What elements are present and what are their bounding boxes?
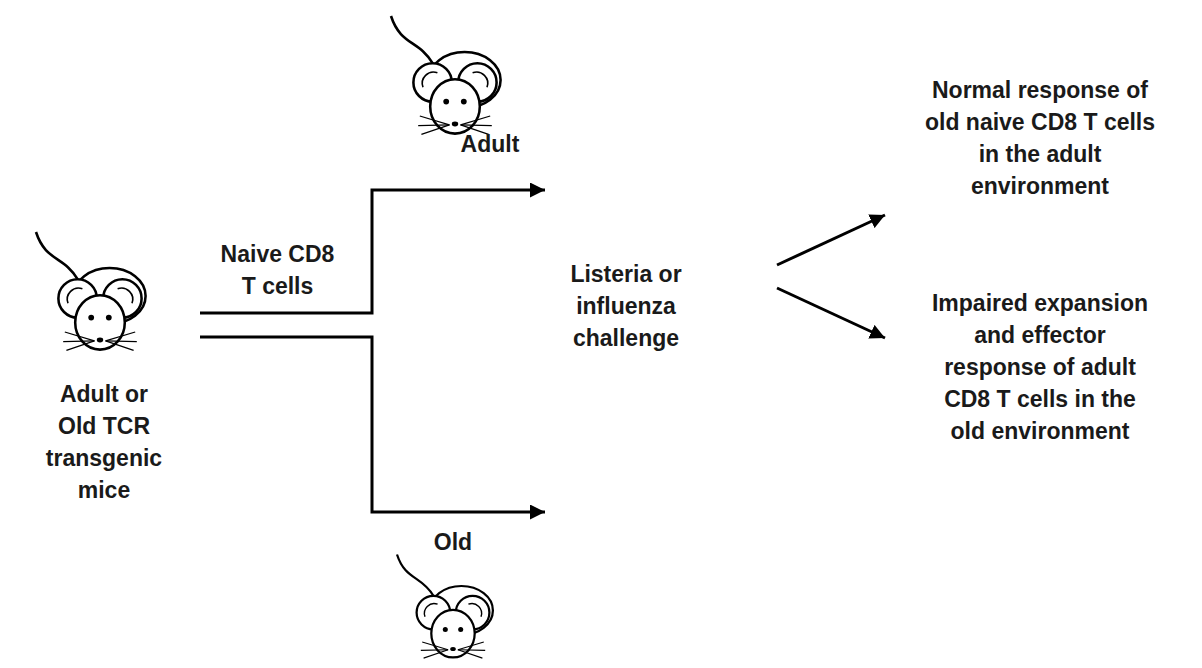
host-age-label: Old [434, 526, 472, 558]
arrow-connector [200, 337, 545, 512]
host-age-label: Adult [461, 128, 520, 160]
text-node: Impaired expansion and effector response… [885, 283, 1195, 463]
node-text: Normal response of old naive CD8 T cells… [915, 74, 1165, 202]
node-text: Listeria or influenza challenge [556, 258, 696, 354]
node-text: Adult or Old TCR transgenic mice [42, 378, 167, 506]
text-node: Listeria or influenza challenge [545, 180, 777, 520]
arrow-connector [200, 190, 545, 313]
mouse-old-host [397, 555, 493, 659]
mouse-donor [36, 232, 146, 350]
text-node: Normal response of old naive CD8 T cells… [885, 70, 1195, 225]
arrow-connector [777, 215, 885, 265]
arrow-connector [777, 288, 885, 338]
text-node: Adult or Old TCR transgenic mice [8, 230, 200, 555]
edge-label: Naive CD8 T cells [215, 238, 340, 302]
node-text: Impaired expansion and effector response… [926, 287, 1154, 447]
mouse-adult-host [391, 16, 501, 134]
